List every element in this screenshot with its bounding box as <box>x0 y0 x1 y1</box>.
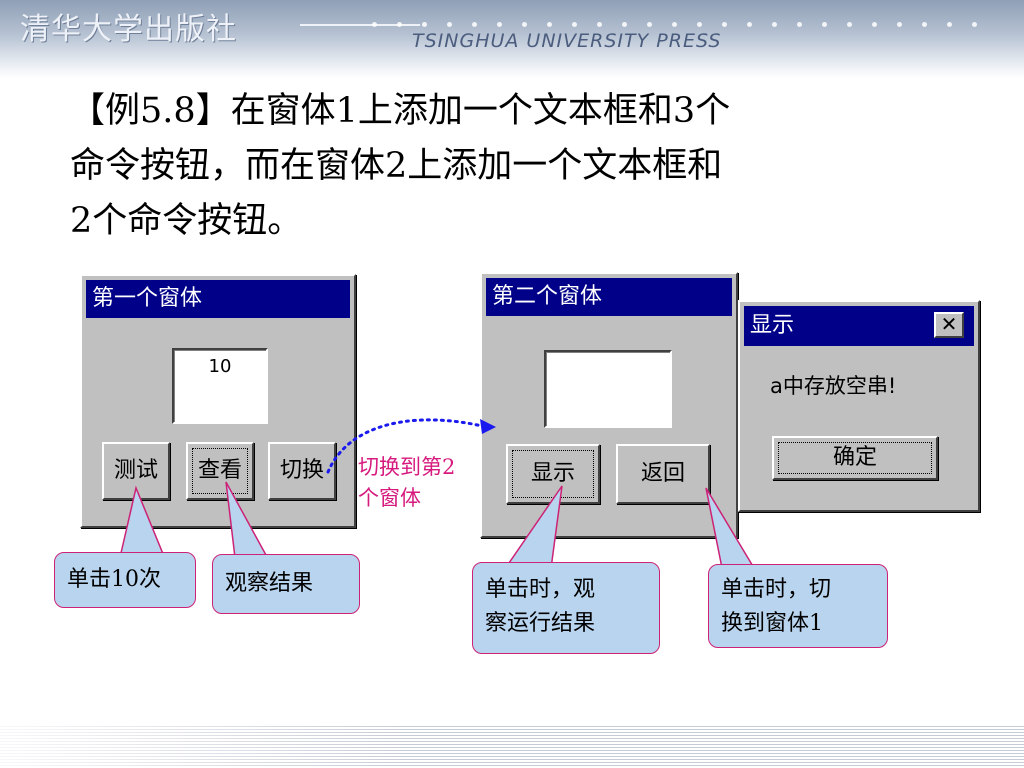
callout-show-line-1: 单击时，观 <box>485 577 596 602</box>
callout-back: 单击时，切 换到窗体1 <box>708 564 888 648</box>
title-line-3: 2个命令按钮。 <box>70 201 303 241</box>
form1-window: 第一个窗体 10 测试 查看 切换 <box>80 274 356 528</box>
callout-test: 单击10次 <box>54 552 196 608</box>
form2-textbox[interactable] <box>544 350 672 428</box>
publisher-logo: 清华大学出版社 <box>20 12 237 47</box>
callout-show-line-2: 察运行结果 <box>485 611 596 636</box>
switch-note-line-2: 个窗体 <box>358 486 421 510</box>
callout-back-line-2: 换到窗体1 <box>721 611 823 636</box>
form1-switch-button[interactable]: 切换 <box>268 442 336 500</box>
form1-view-button[interactable]: 查看 <box>186 442 254 500</box>
msgbox-titlebar[interactable]: 显示 <box>744 306 974 346</box>
footer-fade <box>0 726 1024 768</box>
msgbox-ok-button[interactable]: 确定 <box>772 436 938 480</box>
form2-back-button[interactable]: 返回 <box>616 444 710 504</box>
header-dot-row <box>372 12 1022 27</box>
callout-show: 单击时，观 察运行结果 <box>472 562 660 654</box>
switch-note-line-1: 切换到第2 <box>358 455 456 479</box>
slide-title: 【例5.8】在窗体1上添加一个文本框和3个 命令按钮，而在窗体2上添加一个文本框… <box>70 84 970 249</box>
callout-view: 观察结果 <box>212 554 360 614</box>
press-name: TSINGHUA UNIVERSITY PRESS <box>412 30 722 52</box>
callout-back-line-1: 单击时，切 <box>721 577 832 602</box>
title-line-2: 命令按钮，而在窗体2上添加一个文本框和 <box>70 146 723 186</box>
msgbox-window: 显示 ✕ a中存放空串! 确定 <box>738 300 980 512</box>
header-divider <box>300 24 420 26</box>
msgbox-message: a中存放空串! <box>770 374 897 398</box>
switch-arrow-head <box>480 419 496 434</box>
msgbox-title: 显示 <box>750 313 795 338</box>
title-line-1: 【例5.8】在窗体1上添加一个文本框和3个 <box>70 91 731 131</box>
form2-window: 第二个窗体 显示 返回 <box>480 272 738 538</box>
close-icon[interactable]: ✕ <box>934 312 964 338</box>
form2-show-button[interactable]: 显示 <box>506 444 600 504</box>
switch-note: 切换到第2 个窗体 <box>358 452 455 514</box>
form1-textbox[interactable]: 10 <box>172 348 268 424</box>
form2-titlebar[interactable]: 第二个窗体 <box>486 278 732 316</box>
header-banner: 清华大学出版社 TSINGHUA UNIVERSITY PRESS <box>0 0 1024 78</box>
form1-titlebar[interactable]: 第一个窗体 <box>86 280 350 318</box>
